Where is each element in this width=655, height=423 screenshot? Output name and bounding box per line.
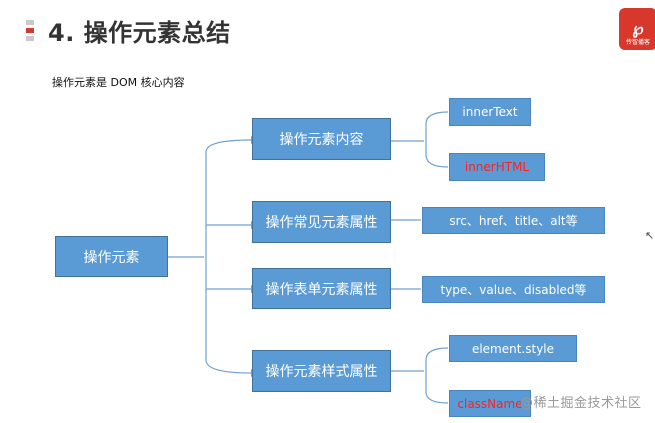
leaf-node-innerhtml: innerHTML [449, 153, 545, 181]
connector-branch1-bracket [425, 111, 449, 168]
root-node-label: 操作元素 [83, 249, 140, 266]
watermark: @稀土掘金技术社区 [520, 396, 642, 411]
branch-node-content: 操作元素内容 [252, 118, 391, 160]
slide-subtitle: 操作元素是 DOM 核心内容 [52, 76, 185, 89]
leaf-node-classname: className [449, 390, 531, 417]
leaf-node-label: innerHTML [464, 160, 530, 174]
branch-node-label: 操作元素内容 [279, 132, 364, 148]
branch-node-label: 操作元素样式属性 [265, 364, 378, 380]
leaf-node-label: type、value、disabled等 [440, 283, 587, 297]
branch-node-style-attrs: 操作元素样式属性 [252, 350, 391, 392]
branch-node-attrs: 操作常见元素属性 [252, 201, 391, 243]
branch-node-label: 操作常见元素属性 [265, 215, 378, 231]
leaf-node-innertext: innerText [449, 98, 531, 126]
brand-logo: ℘ 传智播客 [619, 8, 655, 50]
logo-text: 传智播客 [625, 39, 650, 46]
leaf-node-label: element.style [471, 341, 555, 356]
leaf-node-label: src、href、title、alt等 [449, 214, 578, 228]
leaf-node-common-attrs: src、href、title、alt等 [422, 207, 605, 234]
branch-node-form-attrs: 操作表单元素属性 [252, 268, 391, 309]
root-node: 操作元素 [55, 236, 168, 277]
leaf-node-label: className [457, 396, 523, 411]
leaf-node-form-attrs: type、value、disabled等 [422, 276, 605, 303]
leaf-node-element-style: element.style [449, 335, 577, 362]
slide-title-bar: 4. 操作元素总结 [26, 16, 231, 47]
logo-mark-icon: ℘ [632, 19, 644, 38]
slide-title: 4. 操作元素总结 [48, 18, 231, 47]
mouse-cursor-icon: ↖ [645, 229, 655, 242]
title-bullet-icon [26, 19, 34, 41]
leaf-node-label: innerText [462, 105, 518, 119]
connector-bracket-main [205, 139, 252, 374]
branch-node-label: 操作表单元素属性 [265, 281, 378, 298]
connector-branch4-bracket [425, 347, 449, 404]
